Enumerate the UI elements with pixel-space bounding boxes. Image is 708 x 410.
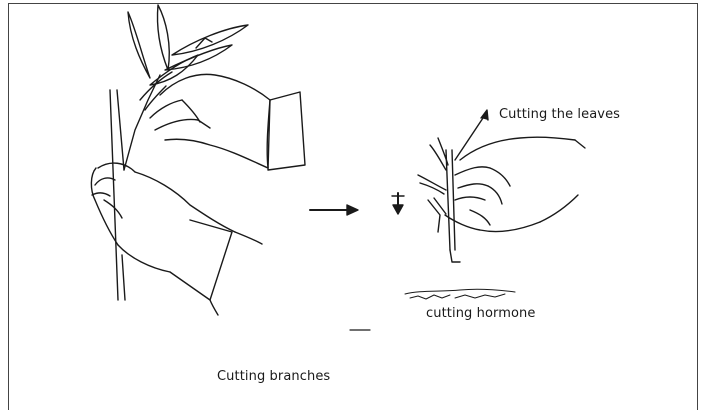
label-cutting-hormone: cutting hormone xyxy=(426,306,535,321)
hand-trimming-cutting-icon xyxy=(350,110,585,330)
arrow-right-icon xyxy=(310,205,358,215)
arrow-down-icon xyxy=(392,193,404,214)
hand-holding-branch-icon xyxy=(91,5,305,315)
label-cutting-branches: Cutting branches xyxy=(217,369,330,384)
label-cutting-leaves: Cutting the leaves xyxy=(499,107,620,122)
